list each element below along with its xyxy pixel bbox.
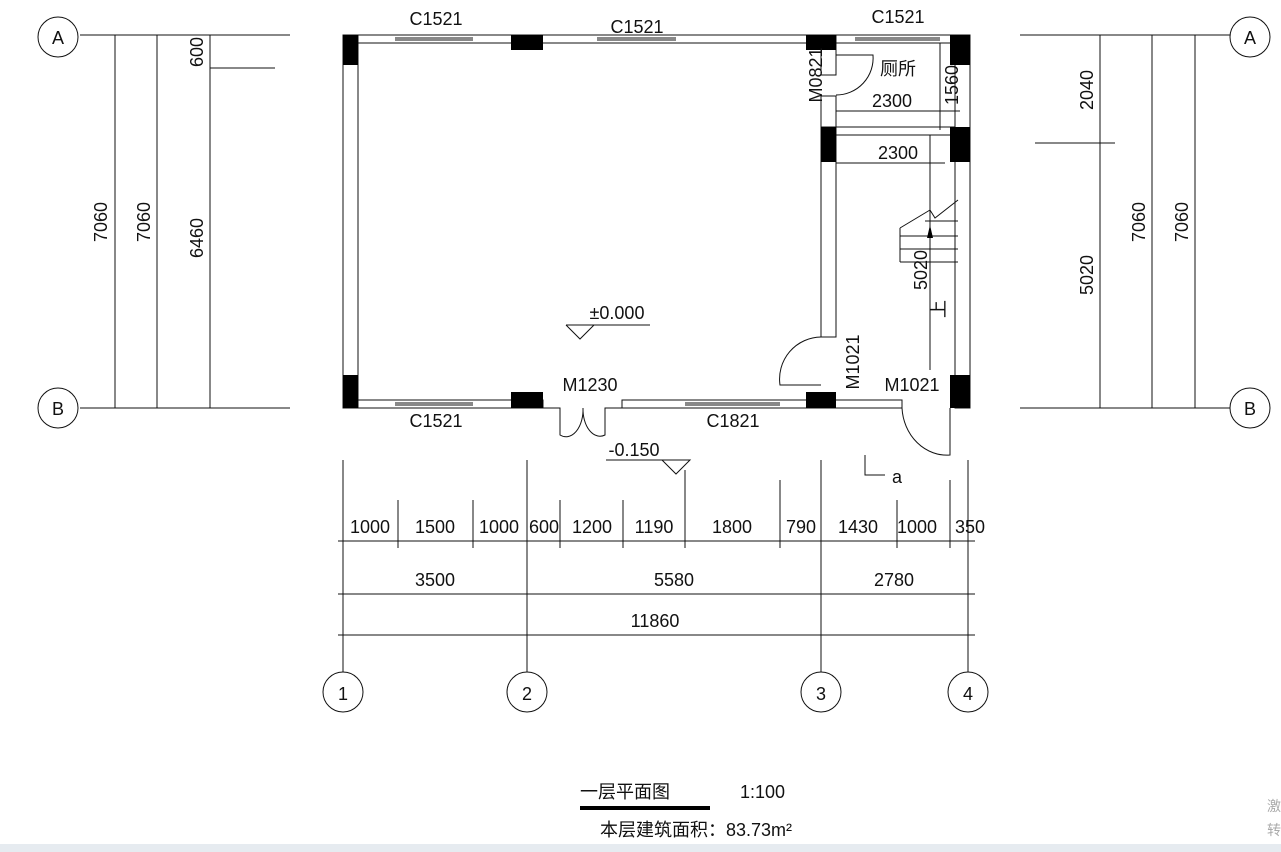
area-note: 本层建筑面积：83.73m²	[600, 820, 792, 840]
dim-bottom-seg: 1000	[479, 517, 519, 537]
dim-right-bottom: 5020	[1077, 255, 1097, 295]
dim-toilet-depth: 1560	[942, 65, 962, 105]
axis-2: 2	[522, 684, 532, 704]
door-label: M1021	[884, 375, 939, 395]
level-floor: ±0.000	[590, 303, 645, 323]
dim-bottom-seg: 1200	[572, 517, 612, 537]
door-label: M1021	[843, 334, 863, 389]
dim-right-top: 2040	[1077, 70, 1097, 110]
stair-up-label: 上	[929, 300, 949, 318]
axis-3: 3	[816, 684, 826, 704]
axis-A-left: A	[52, 28, 64, 48]
drawing-scale: 1:100	[740, 782, 785, 802]
axis-4: 4	[963, 684, 973, 704]
dim-bottom-bay: 5580	[654, 570, 694, 590]
watermark-line2: 转	[1267, 823, 1281, 839]
dim-bottom-seg: 1500	[415, 517, 455, 537]
axis-1: 1	[338, 684, 348, 704]
dim-left-top: 600	[187, 37, 207, 67]
inner-dimensions: 2300 1560 2300	[836, 43, 962, 164]
dim-right-total-2: 7060	[1172, 202, 1192, 242]
left-dimensions: 7060 7060 6460 600	[91, 35, 211, 408]
dim-left-main: 6460	[187, 218, 207, 258]
stair-dim: 5020	[911, 250, 931, 290]
window-label: C1521	[610, 17, 663, 37]
axis-B-right: B	[1244, 399, 1256, 419]
window-label: C1521	[409, 9, 462, 29]
dim-right-total: 7060	[1129, 202, 1149, 242]
bottom-dimensions: 1000 1500 1000 600 1200 1190 1800 790 14…	[338, 470, 985, 636]
dim-left-total-2: 7060	[134, 202, 154, 242]
dim-bottom-seg: 1000	[897, 517, 937, 537]
drawing-title: 一层平面图	[580, 782, 670, 802]
dim-left-total: 7060	[91, 202, 111, 242]
dim-stair-width: 2300	[878, 143, 918, 163]
section-mark: a	[892, 467, 903, 487]
axis-B-left: B	[52, 399, 64, 419]
dim-bottom-seg: 1430	[838, 517, 878, 537]
dim-bottom-seg: 790	[786, 517, 816, 537]
bottom-bar	[0, 844, 1281, 852]
dim-bottom-seg: 1800	[712, 517, 752, 537]
window-label: C1821	[706, 411, 759, 431]
labels: C1521 C1521 C1521 C1521 C1821 M1230 M102…	[409, 7, 939, 487]
door-label: M1230	[562, 375, 617, 395]
window-label: C1521	[871, 7, 924, 27]
dim-bottom-bay: 3500	[415, 570, 455, 590]
watermark-line1: 激	[1267, 799, 1281, 815]
dim-bottom-seg: 1190	[635, 517, 674, 537]
window-label: C1521	[409, 411, 462, 431]
drawing-title-block: 一层平面图 1:100 本层建筑面积：83.73m²	[580, 782, 792, 840]
dim-bottom-seg: 350	[955, 517, 985, 537]
door-label: M0821	[806, 47, 826, 102]
level-exterior: -0.150	[608, 440, 659, 460]
right-dimensions: 2040 5020 7060 7060	[1077, 35, 1196, 408]
dim-bottom-seg: 600	[529, 517, 559, 537]
doors	[543, 54, 951, 456]
window-marks	[395, 37, 940, 406]
dim-bottom-total: 11860	[631, 611, 680, 631]
dim-bottom-bay: 2780	[874, 570, 914, 590]
axis-A-right: A	[1244, 28, 1256, 48]
dim-bottom-seg: 1000	[350, 517, 390, 537]
room-label-toilet: 厕所	[880, 59, 916, 79]
dim-toilet-width: 2300	[872, 91, 912, 111]
axis-bubbles: A A B B 1 2 3 4	[37, 16, 1271, 713]
stair: 5020 上	[899, 135, 959, 370]
walls	[342, 34, 971, 409]
columns	[343, 35, 970, 408]
